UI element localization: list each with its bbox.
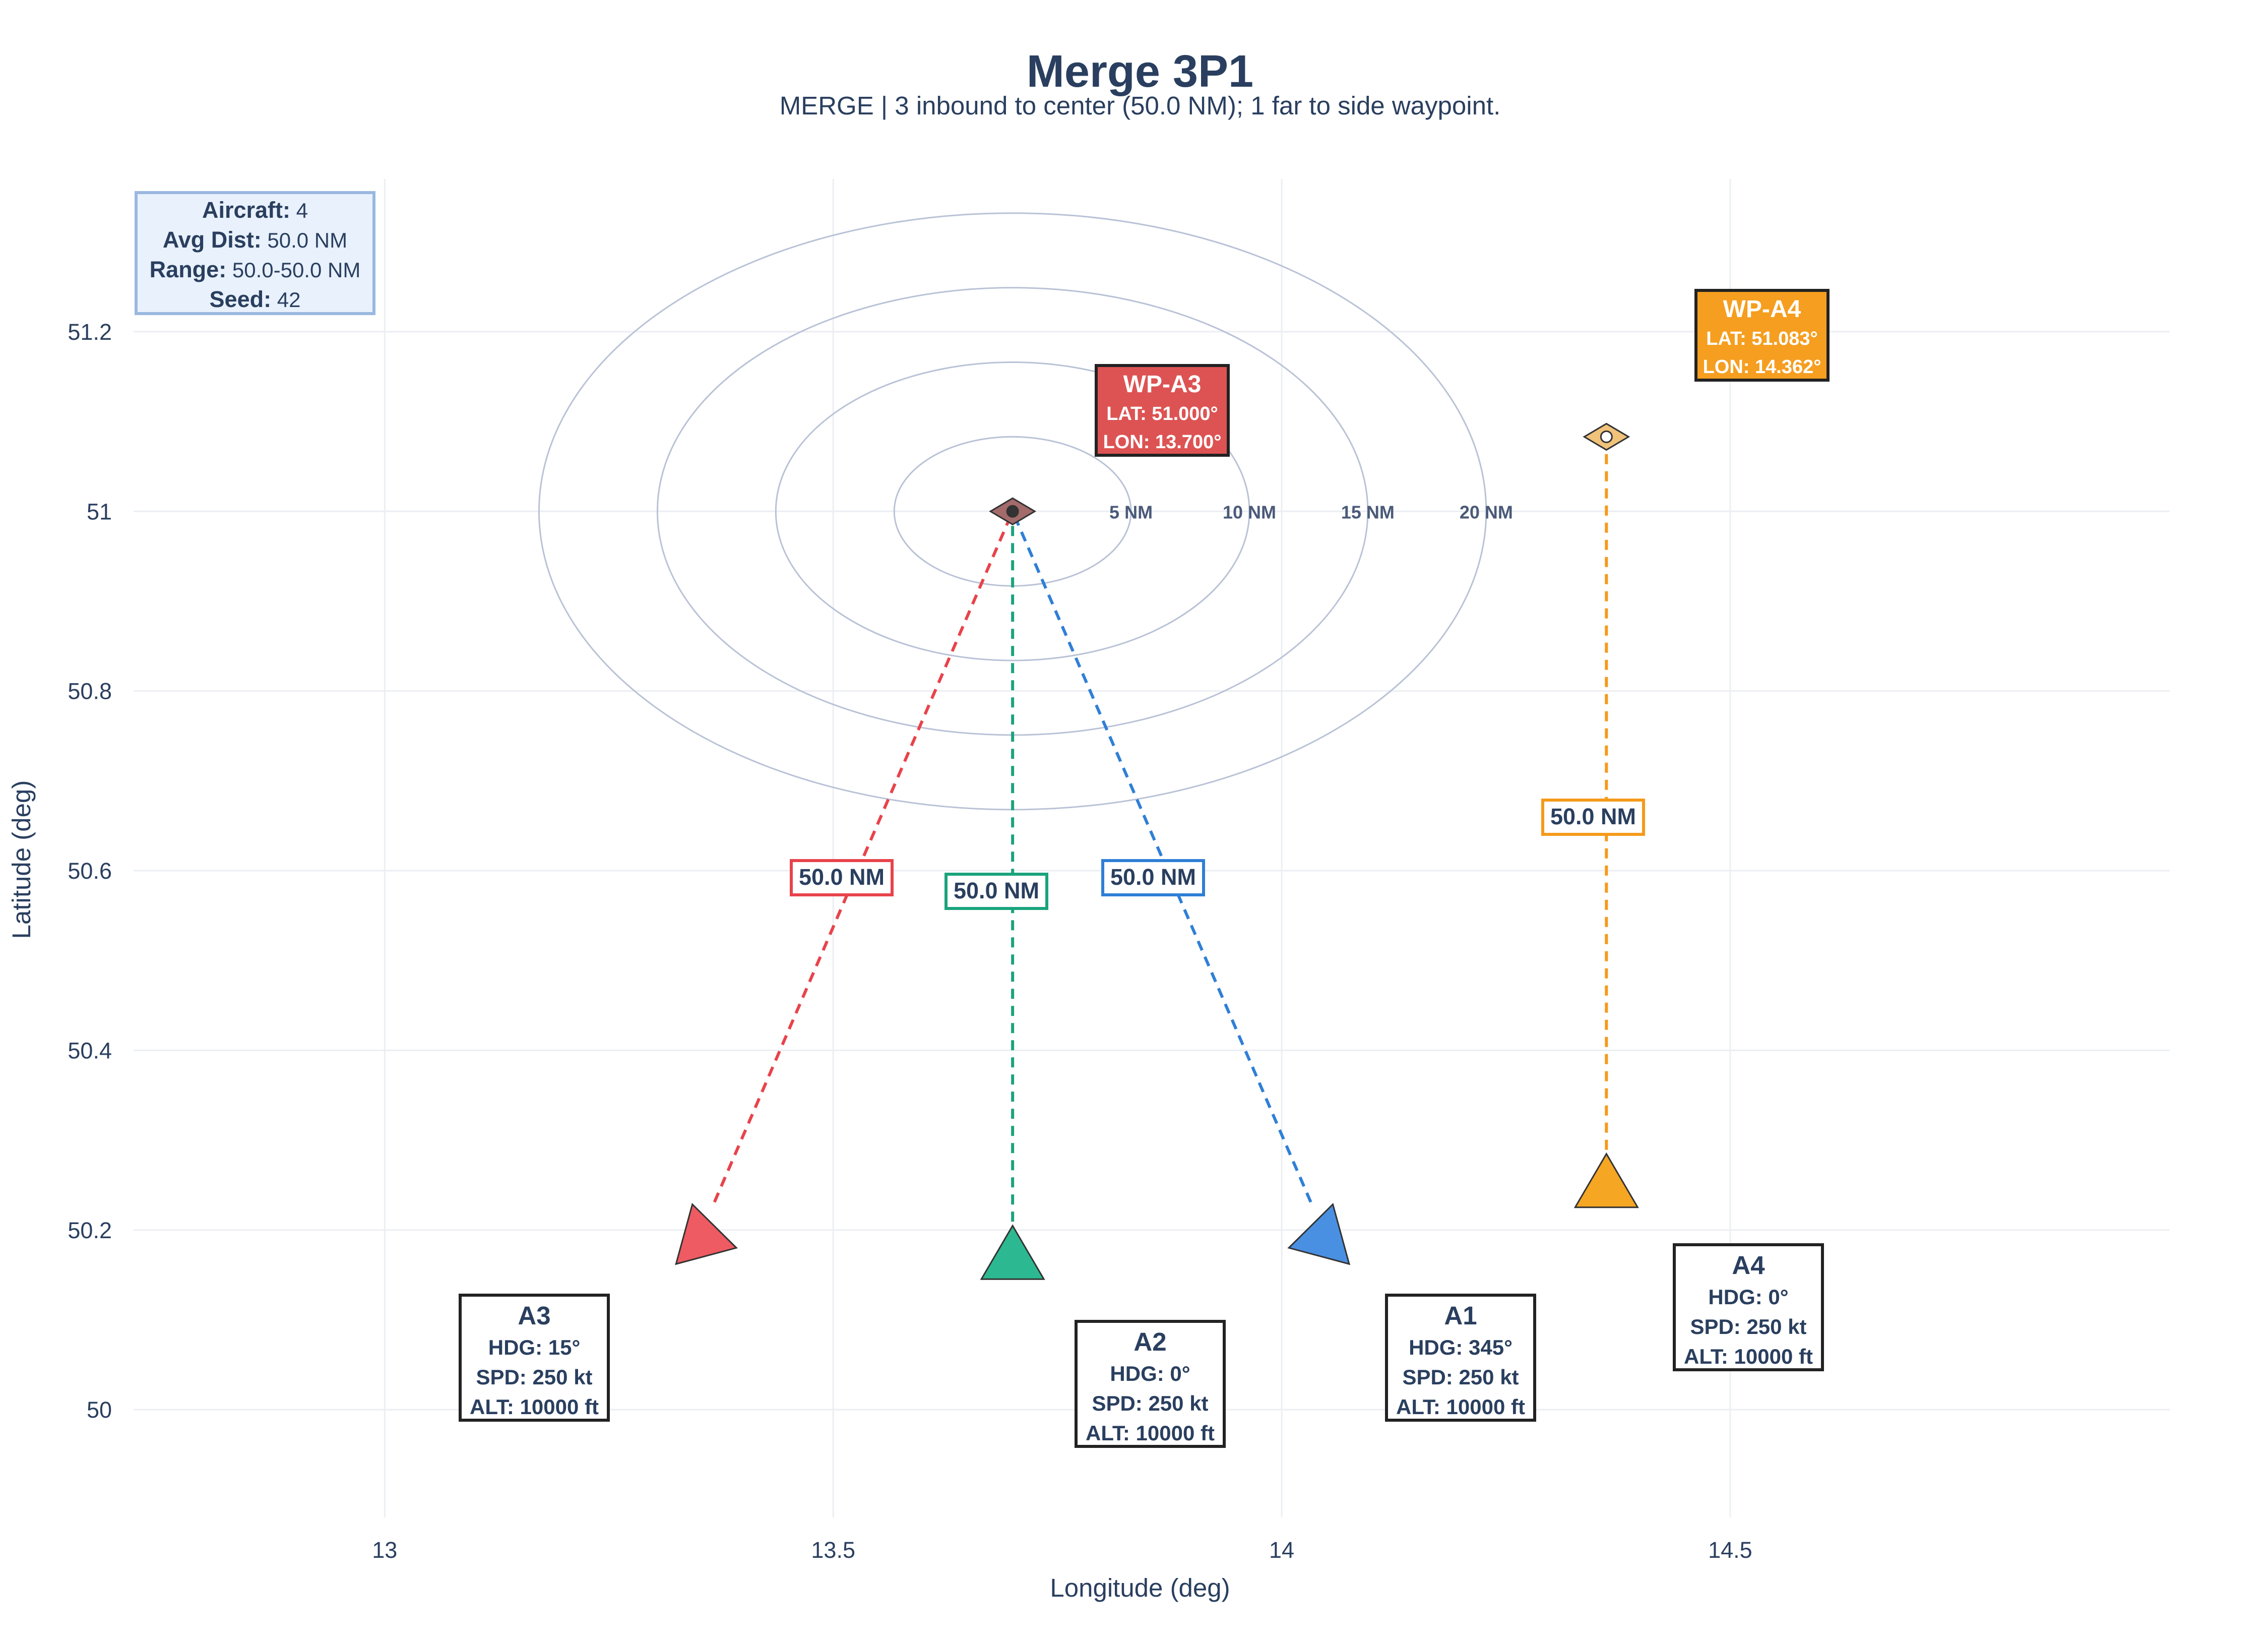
y-tick-label: 50.8 (68, 679, 112, 704)
distance-label-a2: 50.0 NM (954, 878, 1039, 903)
aircraft-name-a1: A1 (1444, 1301, 1477, 1330)
x-tick-label: 14 (1269, 1537, 1294, 1563)
distance-label-box-a4 (1541, 799, 1645, 836)
distance-label-a1: 50.0 NM (1110, 864, 1196, 890)
distance-label-box-a1 (1101, 859, 1205, 896)
distance-label-box-a2 (944, 873, 1048, 910)
y-tick-label: 50.4 (68, 1038, 112, 1063)
markers (675, 422, 1639, 1280)
summary-label: Seed: (210, 286, 272, 312)
waypoint-dot-a4 (1600, 430, 1613, 443)
x-tick-label: 14.5 (1708, 1537, 1752, 1563)
aircraft-marker-a2 (980, 1224, 1045, 1280)
waypoint-lon-a4: LON: 14.362° (1703, 356, 1821, 378)
waypoint-lon-a3: LON: 13.700° (1103, 432, 1222, 453)
aircraft-speed-a1: SPD: 250 kt (1402, 1365, 1519, 1389)
summary-label: Aircraft: (202, 197, 290, 223)
aircraft-altitude-a3: ALT: 10000 ft (470, 1395, 599, 1419)
summary-value: 42 (271, 288, 300, 312)
x-tick-label: 13.5 (811, 1537, 855, 1563)
y-tick-label: 51 (87, 499, 112, 524)
range-ring-label: 5 NM (1109, 502, 1153, 522)
chart-title: Merge 3P1 (1027, 46, 1253, 97)
aircraft-altitude-a4: ALT: 10000 ft (1684, 1345, 1813, 1368)
aircraft-name-a2: A2 (1133, 1327, 1166, 1356)
summary-box (135, 191, 375, 315)
range-ring-label: 10 NM (1223, 502, 1276, 522)
y-tick-label: 50.6 (68, 858, 112, 884)
x-axis-label: Longitude (deg) (1050, 1573, 1230, 1602)
summary-value: 4 (290, 199, 308, 222)
aircraft-info-box-a3 (459, 1294, 610, 1422)
summary-label: Range: (150, 257, 227, 282)
y-tick-label: 50.2 (68, 1218, 112, 1243)
route-line-a1 (1016, 521, 1312, 1203)
waypoint-box-a4 (1694, 289, 1830, 382)
aircraft-speed-a4: SPD: 250 kt (1690, 1315, 1806, 1339)
range-ring (775, 361, 1250, 661)
range-ring-label: 20 NM (1460, 502, 1513, 522)
y-tick-label: 50 (87, 1397, 112, 1423)
aircraft-altitude-a2: ALT: 10000 ft (1086, 1421, 1215, 1445)
aircraft-heading-a2: HDG: 0° (1110, 1362, 1190, 1385)
y-tick-label: 51.2 (68, 319, 112, 345)
summary-line: Range: 50.0-50.0 NM (150, 257, 361, 282)
waypoint-box-a3 (1095, 364, 1230, 457)
y-axis-label: Latitude (deg) (7, 780, 36, 939)
distance-label-a4: 50.0 NM (1550, 804, 1636, 829)
aircraft-altitude-a1: ALT: 10000 ft (1396, 1395, 1525, 1419)
aircraft-info-box-a2 (1075, 1320, 1226, 1448)
aircraft-name-a4: A4 (1732, 1251, 1765, 1280)
route-lines (713, 448, 1608, 1222)
waypoint-name-a3: WP-A3 (1123, 371, 1202, 398)
chart-subtitle: MERGE | 3 inbound to center (50.0 NM); 1… (780, 91, 1501, 120)
waypoint-dot-a3 (1006, 505, 1019, 518)
distance-label-a3: 50.0 NM (799, 864, 885, 890)
waypoint-name-a4: WP-A4 (1723, 296, 1801, 323)
aircraft-speed-a2: SPD: 250 kt (1092, 1391, 1208, 1415)
summary-line: Aircraft: 4 (202, 197, 308, 223)
aircraft-name-a3: A3 (518, 1301, 550, 1330)
range-ring-label: 15 NM (1341, 502, 1395, 522)
aircraft-heading-a1: HDG: 345° (1409, 1335, 1513, 1359)
route-line-a3 (713, 521, 1010, 1203)
aircraft-heading-a4: HDG: 0° (1708, 1285, 1788, 1309)
summary-line: Avg Dist: 50.0 NM (163, 227, 347, 253)
waypoint-lat-a4: LAT: 51.083° (1706, 328, 1817, 349)
aircraft-heading-a3: HDG: 15° (488, 1335, 581, 1359)
aircraft-marker-a3 (675, 1202, 738, 1265)
summary-value: 50.0 NM (262, 228, 347, 252)
aircraft-info-box-a4 (1673, 1243, 1824, 1371)
summary-line: Seed: 42 (210, 286, 301, 312)
aircraft-info-box-a1 (1385, 1294, 1536, 1422)
summary-value: 50.0-50.0 NM (226, 258, 360, 282)
summary-label: Avg Dist: (163, 227, 262, 253)
aircraft-marker-a1 (1287, 1202, 1351, 1265)
x-tick-label: 13 (372, 1537, 397, 1563)
distance-label-box-a3 (790, 859, 894, 896)
aircraft-marker-a4 (1573, 1152, 1639, 1208)
waypoint-lat-a3: LAT: 51.000° (1106, 403, 1218, 424)
aircraft-speed-a3: SPD: 250 kt (476, 1365, 592, 1389)
